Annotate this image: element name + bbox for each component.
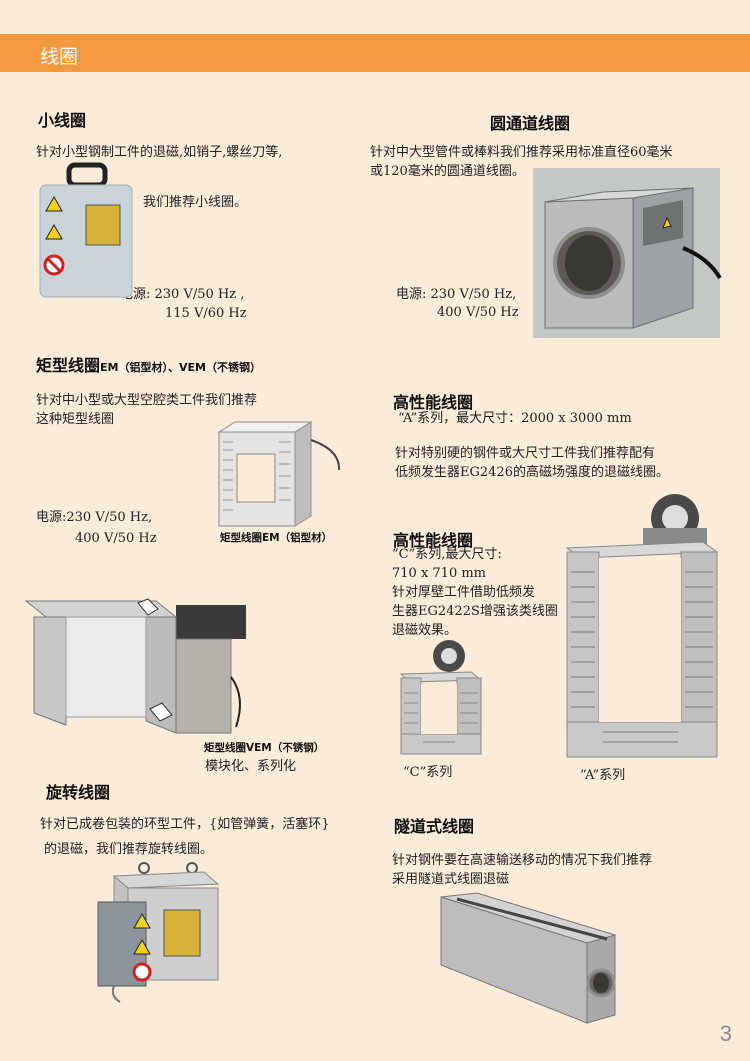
rotary-coil-desc-2: 的退磁，我们推荐旋转线圈。 (44, 842, 214, 857)
small-coil-image (39, 162, 133, 298)
small-coil-power-2: 115 V/60 Hz (165, 306, 247, 321)
page-number: 3 (719, 1021, 732, 1046)
header-bar (0, 34, 750, 72)
tunnel-coil-title: 隧道式线圈 (394, 817, 475, 836)
rect-coil-modular: 模块化、系列化 (205, 759, 297, 774)
hp-coil-c-image (399, 640, 483, 755)
rect-coil-title: 矩型线圈EM（铝型材）、VEM（不锈钢） (36, 352, 261, 376)
rect-coil-power-2: 400 V/50 Hz (75, 531, 157, 546)
hp-coil-c-desc-2: 生器EG2422S增强该类线圈 (392, 604, 558, 619)
rotary-coil-desc-1: 针对已成卷包装的环型工件，{如管弹簧，活塞环} (40, 817, 330, 832)
rect-coil-power-1: 电源:230 V/50 Hz, (36, 510, 153, 525)
round-coil-power-2: 400 V/50 Hz (437, 305, 519, 320)
tunnel-coil-desc-2: 采用隧道式线圈退磁 (392, 872, 510, 887)
hp-coil-c-title: 高性能线圈 (393, 531, 474, 550)
round-coil-image (533, 168, 722, 338)
hp-coil-c-size: 710 x 710 mm (392, 566, 487, 581)
small-coil-recommend: 我们推荐小线圈。 (143, 195, 248, 210)
rotary-coil-image (97, 862, 220, 1003)
round-coil-title: 圆通道线圈 (490, 114, 571, 133)
rect-coil-vem-caption: 矩型线圈VEM（不锈钢） (204, 742, 325, 754)
rect-coil-em-caption: 矩型线圈EM（铝型材） (220, 532, 333, 544)
rect-coil-em-image (217, 421, 341, 527)
rotary-coil-title: 旋转线圈 (46, 783, 111, 802)
round-coil-desc-1: 针对中大型管件或棒料我们推荐采用标准直径60毫米 (370, 145, 673, 160)
rect-coil-desc-1: 针对中小型或大型空腔类工件我们推荐 (36, 393, 258, 408)
small-coil-power-1: 电源: 230 V/50 Hz , (120, 287, 245, 302)
hp-coil-a-label: “A”系列 (580, 768, 626, 783)
tunnel-coil-image (440, 892, 617, 1024)
round-coil-desc-2: 或120毫米的圆通道线圈。 (370, 164, 525, 179)
tunnel-coil-desc-1: 针对钢件要在高速输送移动的情况下我们推荐 (392, 853, 653, 868)
page-title: 线圈 (40, 46, 79, 68)
hp-coil-c-series: “C”系列,最大尺寸: (392, 547, 502, 562)
rect-coil-vem-image (24, 598, 246, 734)
rect-coil-title-small: EM（铝型材）、VEM（不锈钢） (100, 361, 261, 374)
rect-coil-desc-2: 这种矩型线圈 (36, 412, 115, 427)
hp-coil-a-desc-2: 低频发生器EG2426的高磁场强度的退磁线圈。 (395, 465, 669, 480)
hp-coil-a-desc-1: 针对特别硬的钢件或大尺寸工件我们推荐配有 (395, 446, 656, 461)
small-coil-desc: 针对小型钢制工件的退磁,如销子,螺丝刀等, (36, 145, 283, 160)
hp-coil-a-series: “A”系列，最大尺寸：2000 x 3000 mm (398, 411, 632, 426)
hp-coil-a-title: 高性能线圈 (393, 393, 474, 412)
hp-coil-a-image (565, 494, 719, 758)
small-coil-title: 小线圈 (38, 111, 87, 130)
rect-coil-title-main: 矩型线圈 (36, 356, 101, 375)
hp-coil-c-desc-1: 针对厚壁工件借助低频发 (392, 585, 536, 600)
hp-coil-c-desc-3: 退磁效果。 (392, 623, 458, 638)
round-coil-power-1: 电源: 230 V/50 Hz, (396, 287, 517, 302)
hp-coil-c-label: “C”系列 (403, 765, 453, 780)
